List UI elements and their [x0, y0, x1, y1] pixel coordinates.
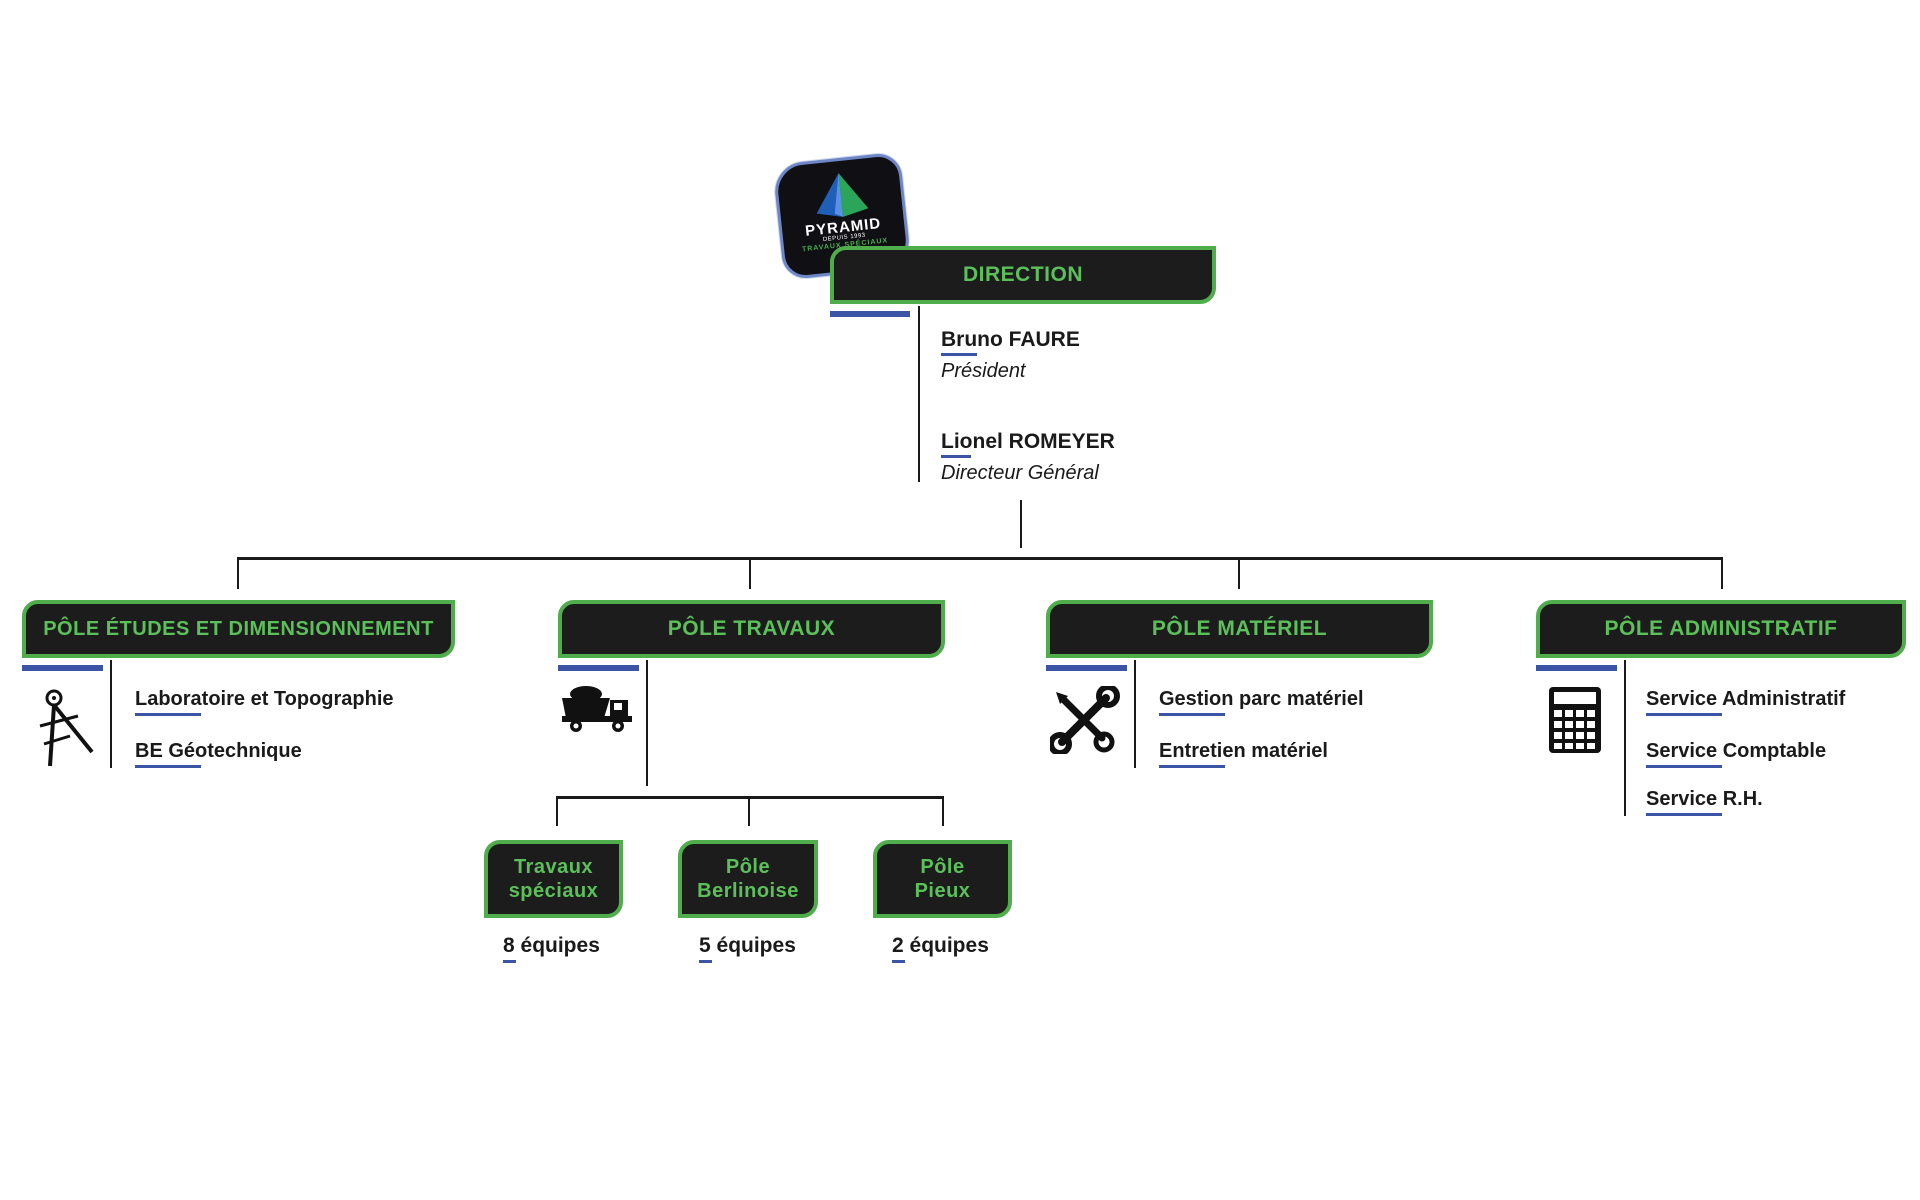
unit-line1: Pôle	[725, 856, 771, 878]
direction-title: DIRECTION	[963, 263, 1083, 286]
sub-connector-3	[942, 796, 944, 826]
pole-accent-bar	[1536, 665, 1617, 671]
sub-horizontal-connector	[556, 796, 944, 799]
pole-title: PÔLE TRAVAUX	[667, 617, 836, 640]
pole-vertical-line	[646, 660, 648, 786]
name-underline	[941, 455, 971, 458]
pole-etudes-box: PÔLE ÉTUDES ET DIMENSIONNEMENT	[22, 600, 455, 658]
pole-vertical-line	[1624, 660, 1626, 816]
pole-administratif-box: PÔLE ADMINISTRATIF	[1536, 600, 1906, 658]
pole-travaux-box: PÔLE TRAVAUX	[558, 600, 945, 658]
teams-count: 2 équipes	[892, 934, 989, 957]
item-underline	[1646, 813, 1722, 816]
unit-line2: Pieux	[914, 880, 971, 902]
sub-connector-2	[748, 796, 750, 826]
sub-connector-1	[556, 796, 558, 826]
calculator-icon	[1549, 687, 1601, 753]
pole-title: PÔLE ÉTUDES ET DIMENSIONNEMENT	[43, 617, 434, 640]
pole-item: Gestion parc matériel	[1159, 688, 1364, 710]
unit-line2: Berlinoise	[697, 880, 799, 902]
teams-count: 5 équipes	[699, 934, 796, 957]
direction-accent-bar	[830, 311, 910, 317]
pole-item: Laboratoire et Topographie	[135, 688, 394, 710]
person-role: Directeur Général	[941, 462, 1099, 484]
direction-vertical-line	[918, 306, 920, 482]
company-logo: PYRAMID DEPUIS 1993 TRAVAUX SPÉCIAUX	[772, 151, 912, 281]
pole-item: Entretien matériel	[1159, 740, 1328, 762]
teams-underline	[503, 960, 516, 963]
item-underline	[135, 713, 201, 716]
pyramid-logo-icon	[816, 173, 869, 217]
unit-line1: Travaux	[513, 856, 594, 878]
direction-box: DIRECTION	[830, 246, 1216, 304]
person-name: Lionel ROMEYER	[941, 430, 1115, 453]
unit-travaux-speciaux-box: Travaux spéciaux	[484, 840, 623, 918]
pole-item: BE Géotechnique	[135, 740, 302, 762]
wrench-screwdriver-icon	[1050, 686, 1120, 754]
pole-accent-bar	[558, 665, 639, 671]
connector-down	[1020, 500, 1022, 548]
item-underline	[135, 765, 201, 768]
teams-underline	[699, 960, 712, 963]
pole-vertical-line	[1134, 660, 1136, 768]
connector-pole-2	[749, 557, 751, 589]
pole-title: PÔLE MATÉRIEL	[1151, 617, 1328, 640]
unit-line1: Pôle	[920, 856, 965, 878]
item-underline	[1159, 713, 1225, 716]
pole-item: Service R.H.	[1646, 788, 1763, 810]
teams-count: 8 équipes	[503, 934, 600, 957]
pole-accent-bar	[1046, 665, 1127, 671]
drafting-compass-icon	[39, 689, 94, 767]
name-underline	[941, 353, 977, 356]
dump-truck-icon	[562, 686, 632, 732]
pole-materiel-box: PÔLE MATÉRIEL	[1046, 600, 1433, 658]
pole-accent-bar	[22, 665, 103, 671]
connector-pole-4	[1721, 557, 1723, 589]
person-role: Président	[941, 360, 1026, 382]
item-underline	[1646, 765, 1722, 768]
connector-pole-3	[1238, 557, 1240, 589]
unit-line2: spéciaux	[508, 880, 599, 902]
horizontal-connector	[237, 557, 1723, 560]
unit-pieux-box: Pôle Pieux	[873, 840, 1012, 918]
item-underline	[1159, 765, 1225, 768]
pole-item: Service Comptable	[1646, 740, 1827, 762]
item-underline	[1646, 713, 1722, 716]
person-name: Bruno FAURE	[941, 328, 1080, 351]
unit-berlinoise-box: Pôle Berlinoise	[678, 840, 818, 918]
pole-title: PÔLE ADMINISTRATIF	[1604, 617, 1838, 640]
pole-item: Service Administratif	[1646, 688, 1846, 710]
pole-vertical-line	[110, 660, 112, 768]
teams-underline	[892, 960, 905, 963]
connector-pole-1	[237, 557, 239, 589]
